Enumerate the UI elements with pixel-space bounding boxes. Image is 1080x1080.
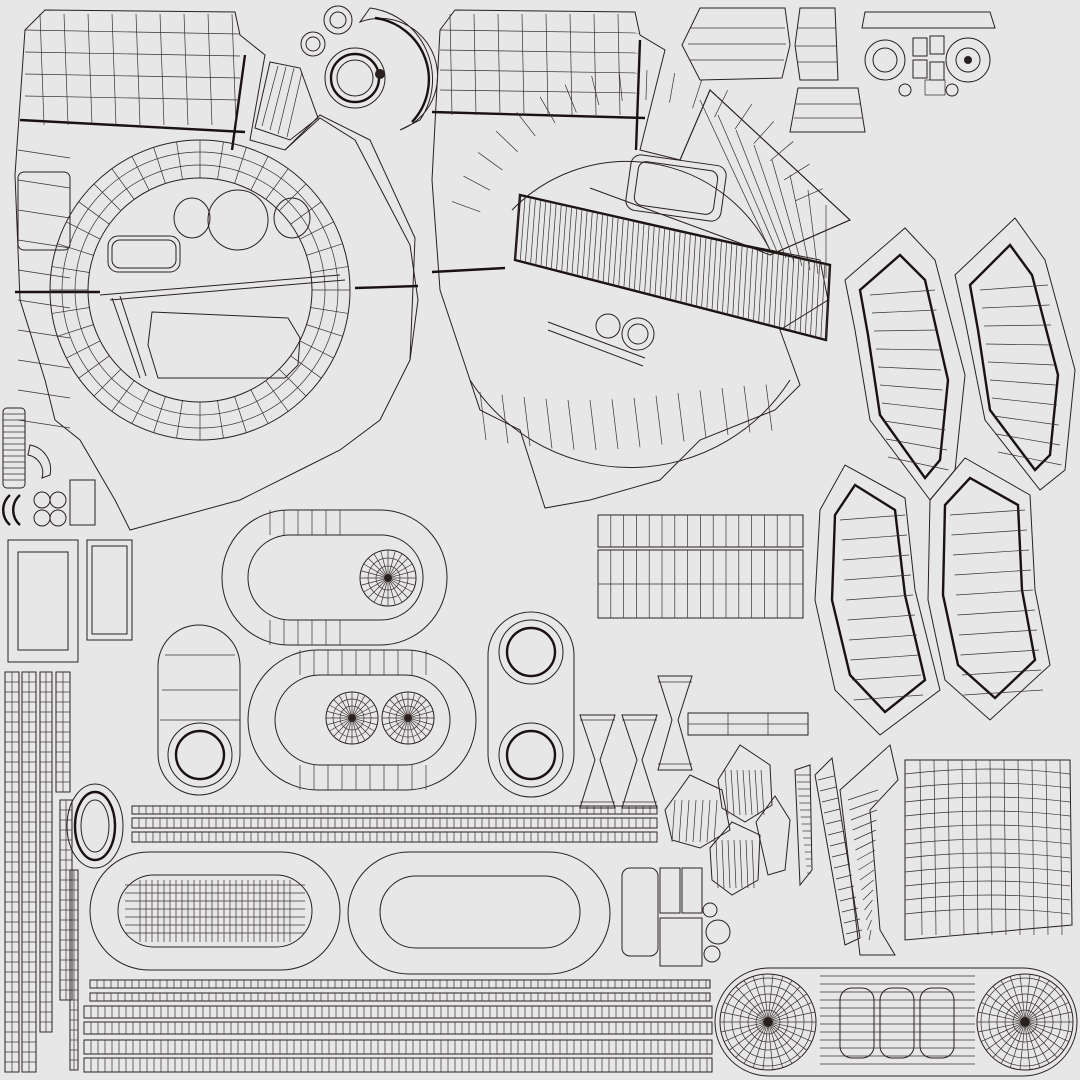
uv-island-top-right-parts — [681, 7, 996, 133]
uv-island-grid-strips — [597, 514, 804, 619]
uv-island-middle-large — [431, 9, 851, 509]
uv-island-oval-bottom-left — [89, 851, 341, 971]
uv-island-capsule-left — [157, 624, 241, 796]
uv-island-bottom-small-parts — [621, 867, 731, 967]
uv-island-left-small-parts — [2, 407, 133, 663]
uv-island-oval-top — [221, 509, 448, 646]
uv-island-arc-strips — [794, 744, 899, 956]
uv-island-left-large — [14, 9, 419, 531]
uv-island-petal-parts — [664, 744, 791, 896]
uv-island-ring — [66, 783, 124, 869]
uv-island-radial-top — [300, 5, 439, 131]
uv-island-hourglass-parts — [579, 675, 809, 809]
uv-island-oval-middle — [247, 649, 477, 791]
uv-island-oval-bottom-right — [347, 851, 611, 975]
uv-island-wheel-strip — [714, 967, 1078, 1077]
uv-island-left-vertical-strips — [4, 671, 79, 1073]
uv-island-capsule-right — [487, 611, 575, 798]
uv-island-top-strips — [254, 61, 416, 361]
uv-island-horizontal-strips — [83, 805, 713, 1073]
uv-island-warped-grid — [904, 759, 1073, 941]
uv-island-curved-frames — [814, 217, 1076, 736]
